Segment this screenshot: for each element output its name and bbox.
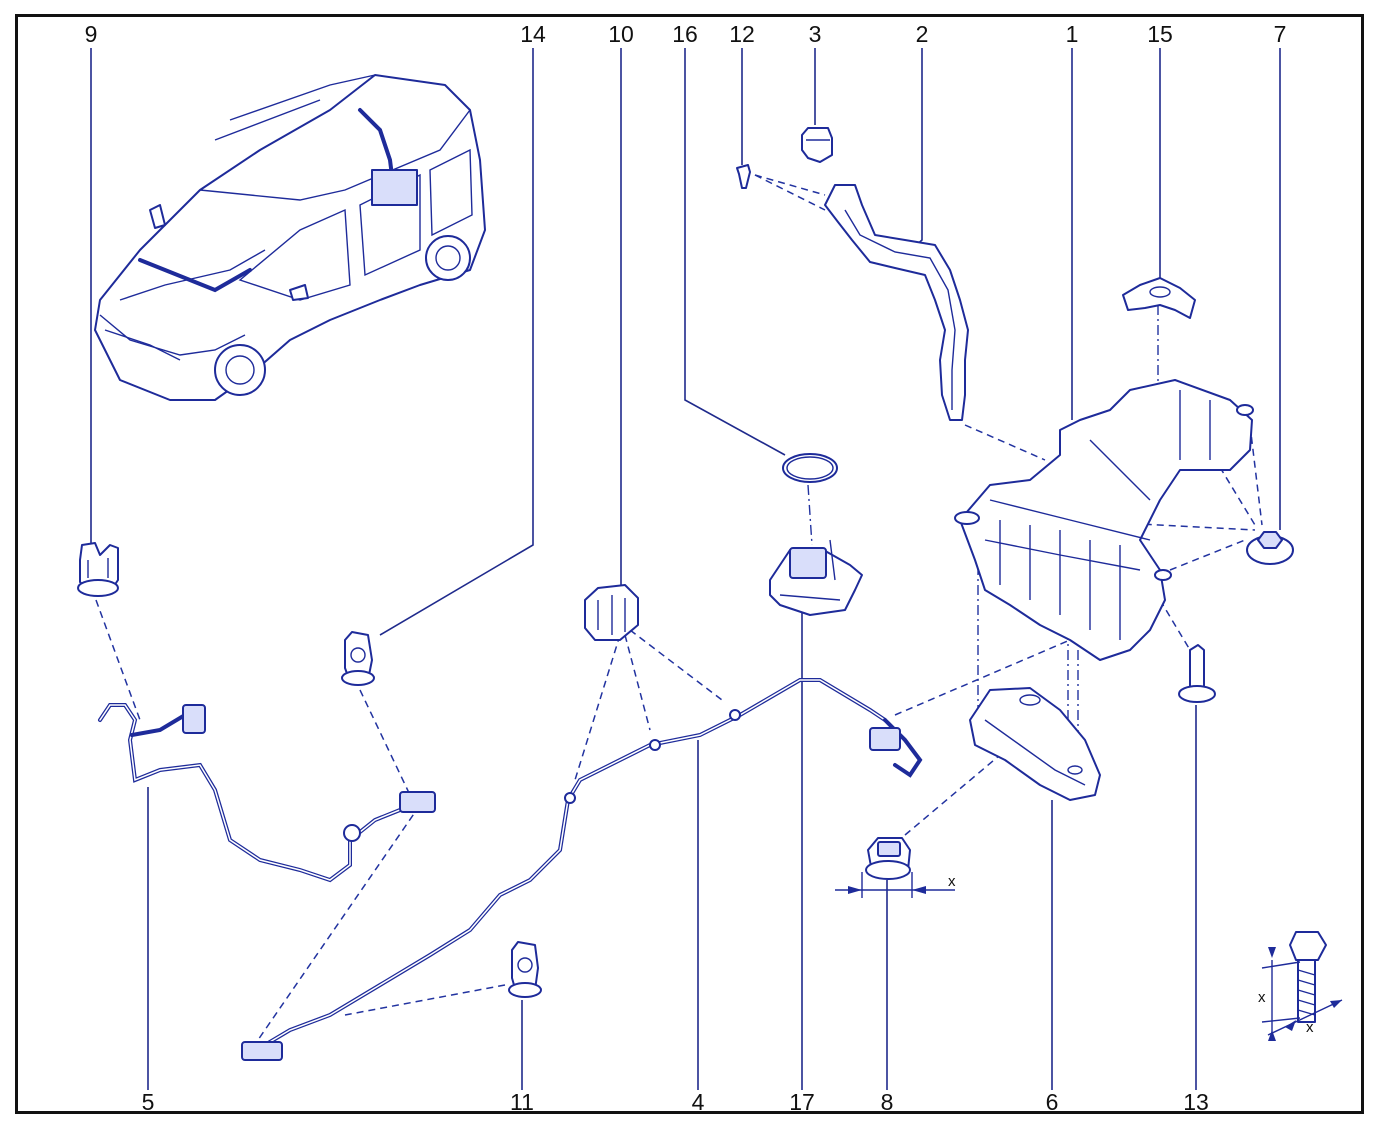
callout-8: 8 xyxy=(881,1089,894,1115)
callout-labels: 9 14 10 16 12 3 2 1 15 7 5 11 4 17 8 6 1… xyxy=(85,21,1314,1115)
nut-part-7 xyxy=(1246,531,1294,565)
callout-12: 12 xyxy=(729,21,755,47)
callout-7: 7 xyxy=(1274,21,1287,47)
callout-10: 10 xyxy=(608,21,634,47)
wiring-harness-part-5 xyxy=(98,703,436,883)
callout-17: 17 xyxy=(789,1089,815,1115)
clip-part-14 xyxy=(341,631,375,686)
callout-11: 11 xyxy=(510,1089,534,1115)
push-pin-part-13 xyxy=(1178,644,1216,703)
screw-part-12 xyxy=(736,164,751,189)
callout-13: 13 xyxy=(1183,1089,1209,1115)
callout-5: 5 xyxy=(142,1089,155,1115)
filler-pipe-part-2 xyxy=(824,184,969,421)
clip-dimension-x: x xyxy=(948,873,956,890)
callout-6: 6 xyxy=(1046,1089,1059,1115)
clip-part-11 xyxy=(508,941,542,998)
callout-9: 9 xyxy=(85,21,98,47)
diagram-frame xyxy=(15,14,1364,1114)
bracket-part-10 xyxy=(584,584,639,641)
seal-ring-part-16 xyxy=(782,453,838,483)
callout-15: 15 xyxy=(1147,21,1173,47)
clip-part-9 xyxy=(77,542,119,597)
callout-16: 16 xyxy=(672,21,698,47)
fuel-pump-part-17 xyxy=(769,539,863,616)
callout-3: 3 xyxy=(809,21,822,47)
shield-part-15 xyxy=(1122,277,1196,319)
tank-part-1 xyxy=(954,379,1254,661)
callout-4: 4 xyxy=(692,1089,705,1115)
bolt-inset xyxy=(1261,931,1343,1041)
leader-lines xyxy=(90,48,1281,1090)
vehicle-overview-illustration xyxy=(94,74,486,401)
bolt-dimension-x-v: x xyxy=(1258,989,1266,1006)
callout-2: 2 xyxy=(916,21,929,47)
filler-cap-part-3 xyxy=(801,127,833,163)
wiring-harness-part-4 xyxy=(241,678,923,1061)
callout-1: 1 xyxy=(1066,21,1079,47)
callout-14: 14 xyxy=(520,21,546,47)
clip-part-8 xyxy=(835,837,955,898)
bolt-dimension-x-h: x xyxy=(1306,1019,1314,1036)
guard-plate-part-6 xyxy=(969,687,1101,801)
